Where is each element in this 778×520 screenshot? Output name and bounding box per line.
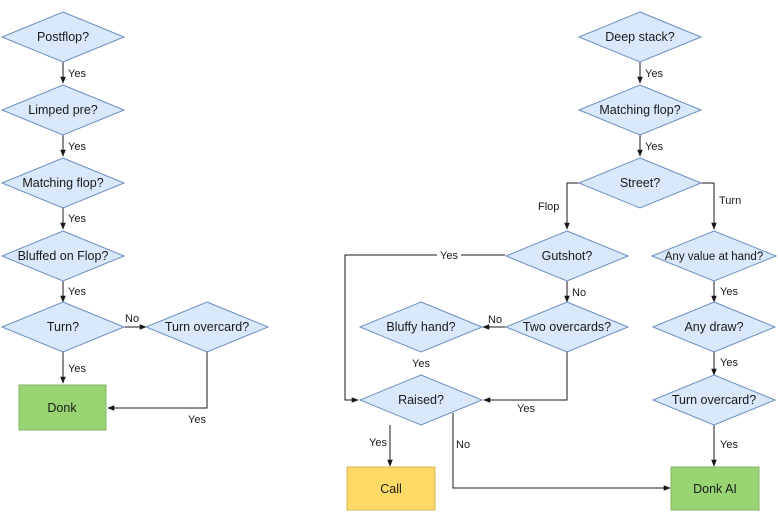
edge-street-gutshot [564, 182, 579, 230]
node-call: Call [346, 466, 436, 511]
node-matching-flop-left: Matching flop? [0, 157, 126, 209]
label-yes-raised: Yes [369, 437, 387, 449]
node-bluffy-hand-label: Bluffy hand? [386, 320, 455, 334]
node-matching-flop-right-label: Matching flop? [599, 103, 680, 117]
right-edges [344, 62, 717, 491]
label-flop: Flop [538, 201, 559, 213]
node-any-value: Any value at hand? [650, 230, 778, 282]
node-gutshot-label: Gutshot? [542, 249, 593, 263]
node-limped-pre-label: Limped pre? [28, 103, 98, 117]
node-bluffed-on-flop: Bluffed on Flop? [0, 230, 126, 282]
node-turn: Turn? [0, 301, 126, 353]
label-yes-gutshot: Yes [440, 250, 458, 262]
node-street-label: Street? [620, 176, 660, 190]
label-no-gutshot: No [572, 287, 586, 299]
label-no-twoover: No [488, 314, 502, 326]
edge-gutshot-raised [344, 254, 505, 403]
node-postflop: Postflop? [0, 11, 126, 63]
node-two-overcards-label: Two overcards? [523, 320, 611, 334]
edge-twoover-raised [483, 352, 568, 403]
node-deep-stack: Deep stack? [577, 11, 703, 63]
edge-overcard-donk [107, 352, 208, 411]
label-yes-matching-right: Yes [645, 141, 663, 153]
label-no-turn: No [125, 313, 139, 325]
label-yes-gutshot-bg [437, 248, 461, 261]
label-yes-limped: Yes [68, 141, 86, 153]
label-yes-turnover-right: Yes [720, 439, 738, 451]
label-no-raised: No [456, 439, 470, 451]
node-any-draw-label: Any draw? [684, 320, 743, 334]
node-turn-label: Turn? [47, 320, 79, 334]
node-postflop-label: Postflop? [37, 30, 89, 44]
node-donk: Donk [18, 384, 107, 431]
label-turn: Turn [719, 195, 741, 207]
node-bluffed-on-flop-label: Bluffed on Flop? [18, 249, 109, 263]
node-limped-pre: Limped pre? [0, 84, 126, 136]
node-raised-label: Raised? [398, 393, 444, 407]
node-any-draw: Any draw? [651, 301, 777, 353]
label-yes-overcard-left: Yes [188, 414, 206, 426]
node-matching-flop-right: Matching flop? [577, 84, 703, 136]
node-bluffy-hand: Bluffy hand? [358, 301, 484, 353]
label-yes-matching: Yes [68, 213, 86, 225]
edge-street-anyvalue [701, 182, 717, 230]
label-yes-bluffy: Yes [412, 358, 430, 370]
label-yes-bluffed: Yes [68, 286, 86, 298]
label-yes-postflop: Yes [68, 68, 86, 80]
node-turn-overcard-right: Turn overcard? [651, 374, 777, 426]
node-turn-overcard-left-label: Turn overcard? [165, 320, 249, 334]
label-yes-twoover: Yes [517, 403, 535, 415]
node-donk-ai-label: Donk AI [693, 482, 737, 496]
node-street: Street? [577, 157, 703, 209]
label-yes-deep: Yes [645, 68, 663, 80]
left-edges [60, 62, 208, 411]
node-turn-overcard-left: Turn overcard? [144, 301, 270, 353]
label-yes-anyvalue: Yes [720, 286, 738, 298]
node-turn-overcard-right-label: Turn overcard? [672, 393, 756, 407]
node-deep-stack-label: Deep stack? [605, 30, 675, 44]
node-donk-ai: Donk AI [670, 466, 760, 511]
node-gutshot: Gutshot? [504, 230, 630, 282]
edge-raised-donkai [452, 413, 671, 491]
label-yes-turn: Yes [68, 363, 86, 375]
node-two-overcards: Two overcards? [504, 301, 630, 353]
node-any-value-label: Any value at hand? [665, 251, 763, 263]
node-call-label: Call [380, 482, 402, 496]
node-matching-flop-left-label: Matching flop? [22, 176, 103, 190]
node-raised: Raised? [358, 374, 484, 426]
node-donk-label: Donk [47, 401, 77, 415]
label-yes-anydraw: Yes [720, 357, 738, 369]
